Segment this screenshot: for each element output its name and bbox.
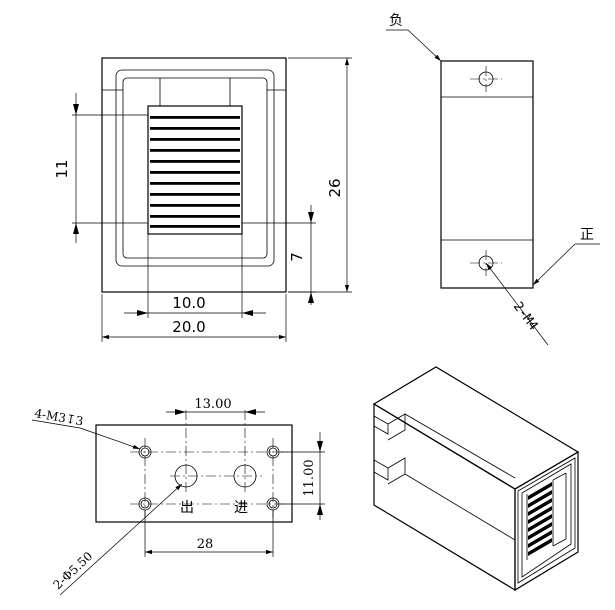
label-threads: 2-M4 [510, 299, 541, 333]
label-tapped-holes: 4-M3↧3 [33, 406, 84, 428]
front-view: 11 26 7 10.0 20.0 [53, 57, 352, 342]
dim-hole-spacing-x: 28 [197, 537, 214, 552]
dim-fin-height: 11 [53, 159, 71, 178]
bottom-view: 出 进 13.00 11.00 28 4-M3↧3 2-Φ5.50 [31, 397, 325, 596]
iso-fin-stack [526, 472, 567, 560]
front-fin-stack [150, 116, 240, 228]
label-outlet: 出 [180, 500, 194, 516]
isometric-view [372, 366, 580, 592]
label-inlet: 进 [234, 500, 248, 516]
label-negative: 负 [389, 13, 403, 29]
side-view: 负 正 2-M4 [386, 13, 600, 346]
dim-hole-pitch: 13.00 [194, 397, 231, 412]
iso-end-face [514, 450, 579, 592]
iso-left-face [373, 402, 516, 592]
bottom-body [95, 424, 293, 523]
label-positive: 正 [580, 227, 594, 243]
dim-outer-width: 20.0 [172, 318, 205, 336]
side-body [440, 60, 534, 289]
front-fin-block [147, 105, 243, 235]
dim-hole-spacing-y: 11.00 [302, 459, 317, 496]
dim-total-height: 26 [326, 178, 344, 197]
front-channel-outer [115, 69, 275, 267]
front-channel-inner [122, 77, 268, 259]
dim-fin-width: 10.0 [172, 294, 205, 312]
label-ports: 2-Φ5.50 [50, 549, 95, 592]
dim-offset: 7 [288, 252, 306, 262]
front-outer-body [101, 57, 287, 293]
